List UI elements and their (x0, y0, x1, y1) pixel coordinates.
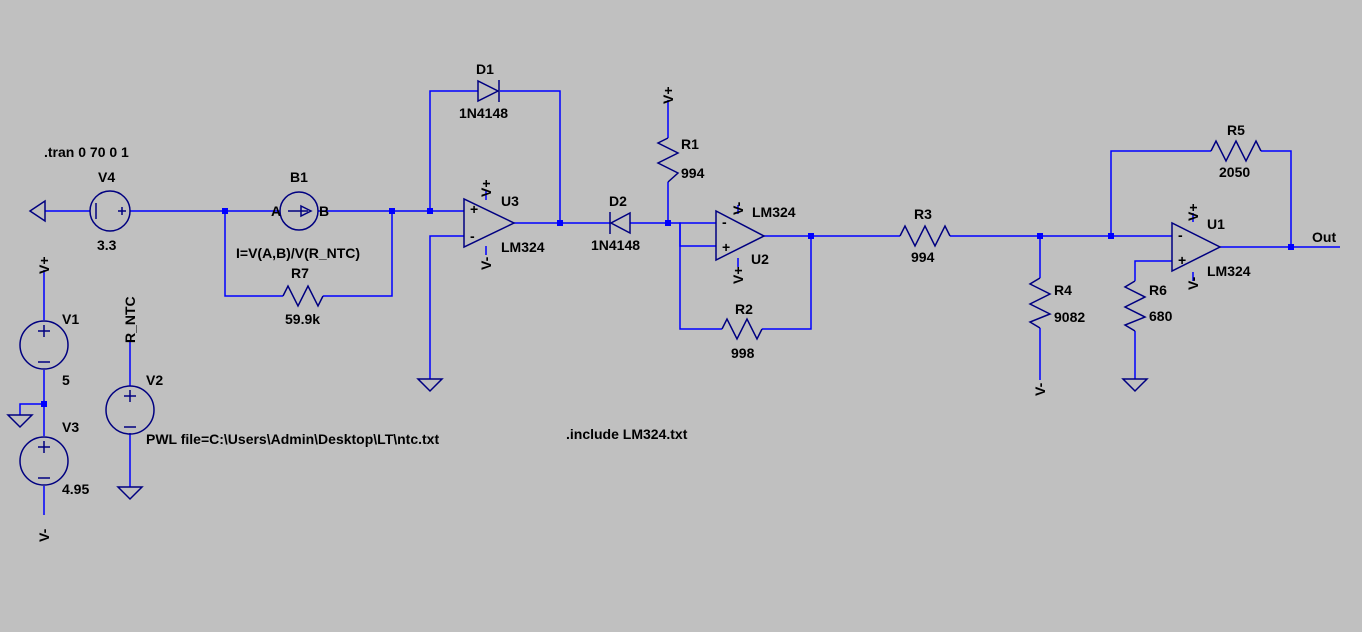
junction-dot (389, 208, 395, 214)
v3-name: V3 (62, 419, 79, 435)
resistor-r3[interactable] (899, 224, 951, 248)
u1-minus-pin: - (1178, 227, 1183, 243)
b1-expression: I=V(A,B)/V(R_NTC) (236, 245, 360, 261)
u3-model: LM324 (501, 239, 545, 255)
resistor-r2[interactable] (721, 317, 763, 341)
junction-dot (1108, 233, 1114, 239)
ground-symbol (116, 486, 144, 501)
b1-pin-a: A (271, 203, 281, 219)
source-v2[interactable] (105, 385, 155, 435)
u3-vplus-net: V+ (478, 179, 494, 197)
ground-symbol (416, 378, 444, 393)
junction-dot (427, 208, 433, 214)
v1-name: V1 (62, 311, 79, 327)
junction-dot (665, 220, 671, 226)
d1-name: D1 (476, 61, 494, 77)
u3-name: U3 (501, 193, 519, 209)
u3-vminus-net: V- (478, 256, 494, 270)
r5-value: 2050 (1219, 164, 1250, 180)
r2-value: 998 (731, 345, 755, 361)
junction-dot (557, 220, 563, 226)
r7-value: 59.9k (285, 311, 320, 327)
u2-vplus-net: V+ (730, 266, 746, 284)
u1-model: LM324 (1207, 263, 1251, 279)
opamp-u2[interactable] (715, 209, 766, 262)
u3-plus-pin: + (470, 201, 478, 217)
r1-value: 994 (681, 165, 705, 181)
source-v4[interactable] (89, 190, 131, 232)
source-v1[interactable] (19, 320, 69, 370)
d1-value: 1N4148 (459, 105, 508, 121)
tran-directive: .tran 0 70 0 1 (44, 144, 129, 160)
source-b1[interactable] (279, 191, 319, 231)
r5-name: R5 (1227, 122, 1245, 138)
r1-vplus-net: V+ (660, 86, 676, 104)
resistor-r4[interactable] (1028, 277, 1052, 329)
b1-name: B1 (290, 169, 308, 185)
ground-symbol (6, 414, 34, 429)
r1-name: R1 (681, 136, 699, 152)
r4-name: R4 (1054, 282, 1072, 298)
diode-d2[interactable] (609, 211, 631, 235)
junction-dot (1037, 233, 1043, 239)
v4-name: V4 (98, 169, 115, 185)
opamp-u3[interactable] (463, 197, 516, 249)
junction-dot (1288, 244, 1294, 250)
rntc-net-label: R_NTC (122, 296, 138, 343)
resistor-r6[interactable] (1123, 280, 1147, 332)
d2-name: D2 (609, 193, 627, 209)
junction-dot (222, 208, 228, 214)
include-directive: .include LM324.txt (566, 426, 688, 442)
u2-model: LM324 (752, 204, 796, 220)
u2-plus-pin: + (722, 239, 730, 255)
v2-name: V2 (146, 372, 163, 388)
r4-vminus-net: V- (1032, 382, 1048, 396)
v2-pwl-value: PWL file=C:\Users\Admin\Desktop\LT\ntc.t… (146, 431, 439, 447)
r3-name: R3 (914, 206, 932, 222)
v1-vplus-net: V+ (36, 256, 52, 274)
r2-name: R2 (735, 301, 753, 317)
r6-name: R6 (1149, 282, 1167, 298)
r4-value: 9082 (1054, 309, 1085, 325)
diode-d1[interactable] (477, 79, 500, 103)
source-v3[interactable] (19, 436, 69, 486)
junction-dot (41, 401, 47, 407)
r6-value: 680 (1149, 308, 1173, 324)
opamp-u1[interactable] (1171, 221, 1222, 273)
u2-name: U2 (751, 251, 769, 267)
resistor-r5[interactable] (1210, 139, 1262, 163)
u1-name: U1 (1207, 216, 1225, 232)
b1-pin-b: B (319, 203, 329, 219)
u2-minus-pin: - (722, 214, 727, 230)
junctions (41, 208, 1294, 407)
v3-value: 4.95 (62, 481, 89, 497)
r3-value: 994 (911, 249, 935, 265)
u1-plus-pin: + (1178, 252, 1186, 268)
wires (19, 90, 1340, 515)
d2-value: 1N4148 (591, 237, 640, 253)
out-net-label: Out (1312, 229, 1336, 245)
junction-dot (808, 233, 814, 239)
u1-vplus-net: V+ (1185, 203, 1201, 221)
r7-name: R7 (291, 265, 309, 281)
ground-symbol (28, 199, 46, 223)
u2-vminus-net: V- (730, 201, 746, 215)
v4-value: 3.3 (97, 237, 117, 253)
u3-minus-pin: - (470, 228, 475, 244)
v1-value: 5 (62, 372, 70, 388)
v3-vminus-net: V- (36, 528, 52, 542)
u1-vminus-net: V- (1185, 276, 1201, 290)
resistor-r1[interactable] (656, 137, 680, 183)
resistor-r7[interactable] (282, 284, 324, 308)
ground-symbol (1121, 378, 1149, 393)
